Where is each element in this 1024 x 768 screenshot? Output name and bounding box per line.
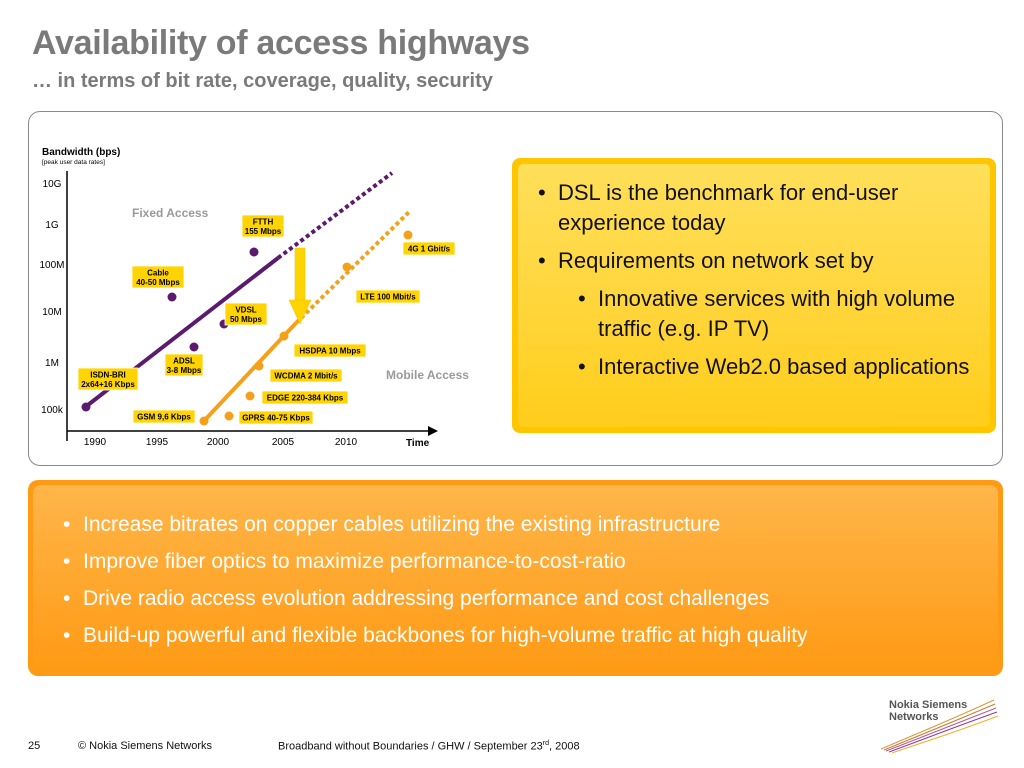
fixed-access-data-point xyxy=(249,247,259,257)
svg-text:3-8 Mbps: 3-8 Mbps xyxy=(167,366,202,375)
svg-text:50 Mbps: 50 Mbps xyxy=(230,315,263,324)
mobile-access-data-point xyxy=(254,361,264,371)
series-label-mobile-access: Mobile Access xyxy=(386,368,469,382)
svg-text:GSM 9,6 Kbps: GSM 9,6 Kbps xyxy=(137,413,191,422)
y-axis-title: Bandwidth (bps) xyxy=(42,147,120,158)
insight-bullet: DSL is the benchmark for end-user experi… xyxy=(538,178,972,238)
nokia-siemens-logo-icon xyxy=(880,699,999,754)
mobile-access-data-point xyxy=(403,230,413,240)
x-tick-label: 1990 xyxy=(84,437,107,448)
x-tick-label: 2010 xyxy=(335,437,358,448)
svg-text:ADSL: ADSL xyxy=(173,356,195,365)
actions-box: Increase bitrates on copper cables utili… xyxy=(28,480,1003,676)
svg-text:WCDMA 2 Mbit/s: WCDMA 2 Mbit/s xyxy=(274,372,338,381)
svg-text:GPRS 40-75 Kbps: GPRS 40-75 Kbps xyxy=(242,414,310,423)
mobile-technology-label: 4G 1 Gbit/s xyxy=(402,241,456,256)
mobile-technology-label: HSDPA 10 Mbps xyxy=(293,343,367,358)
page-number: 25 xyxy=(28,740,41,752)
mobile-access-data-point xyxy=(245,391,255,401)
action-bullet: Build-up powerful and flexible backbones… xyxy=(63,622,968,650)
y-tick-label: 1G xyxy=(45,220,59,231)
svg-text:LTE 100 Mbit/s: LTE 100 Mbit/s xyxy=(360,293,416,302)
mobile-access-trend-projection xyxy=(294,210,411,325)
action-bullet: Drive radio access evolution addressing … xyxy=(63,585,968,613)
y-tick-label: 100M xyxy=(39,260,64,271)
x-tick-label: 1995 xyxy=(146,437,169,448)
svg-text:EDGE 220-384 Kbps: EDGE 220-384 Kbps xyxy=(267,394,344,403)
y-axis-subtitle: [peak user data rates] xyxy=(42,159,105,166)
y-tick-label: 100k xyxy=(41,405,64,416)
fixed-access-data-point xyxy=(189,342,199,352)
fixed-access-trend-projection xyxy=(276,171,394,260)
slide-subtitle: … in terms of bit rate, coverage, qualit… xyxy=(32,70,493,92)
svg-text:40-50 Mbps: 40-50 Mbps xyxy=(136,278,180,287)
x-axis-title: Time xyxy=(406,438,430,449)
mobile-technology-label: GSM 9,6 Kbps xyxy=(132,409,196,424)
x-tick-label: 2000 xyxy=(207,437,230,448)
svg-text:FTTH: FTTH xyxy=(253,217,274,226)
mobile-access-trend-line xyxy=(200,321,298,425)
svg-text:ISDN-BRI: ISDN-BRI xyxy=(90,370,126,379)
gap-arrow-head-icon xyxy=(288,299,312,325)
action-bullet: Improve fiber optics to maximize perform… xyxy=(63,548,968,576)
y-tick-label: 10G xyxy=(43,179,62,190)
mobile-technology-label: EDGE 220-384 Kbps xyxy=(261,390,349,405)
company-logo-text: Nokia Siemens Networks xyxy=(889,699,968,723)
key-insights-box: DSL is the benchmark for end-user experi… xyxy=(512,158,996,433)
x-tick-label: 2005 xyxy=(272,437,295,448)
svg-text:155 Mbps: 155 Mbps xyxy=(245,227,282,236)
fixed-access-data-point xyxy=(81,402,91,412)
svg-text:Cable: Cable xyxy=(147,268,169,277)
footer-copyright: © Nokia Siemens Networks xyxy=(78,740,213,752)
svg-text:4G 1 Gbit/s: 4G 1 Gbit/s xyxy=(408,245,451,254)
mobile-access-data-point xyxy=(342,262,352,272)
slide-title: Availability of access highways xyxy=(32,24,530,62)
mobile-access-data-point xyxy=(224,411,234,421)
mobile-access-data-point xyxy=(279,331,289,341)
svg-text:2x64+16 Kbps: 2x64+16 Kbps xyxy=(81,380,135,389)
mobile-technology-label: WCDMA 2 Mbit/s xyxy=(269,368,343,383)
access-evolution-chart: Bandwidth (bps) [peak user data rates] 1… xyxy=(39,147,469,449)
y-tick-label: 1M xyxy=(45,358,59,369)
mobile-access-data-point xyxy=(199,416,209,426)
fixed-access-data-point xyxy=(167,292,177,302)
action-bullet: Increase bitrates on copper cables utili… xyxy=(63,511,968,539)
x-axis-arrow-icon xyxy=(428,426,438,436)
footer-doc-title: Broadband without Boundaries / GHW / Sep… xyxy=(278,740,580,753)
mobile-technology-label: GPRS 40-75 Kbps xyxy=(238,410,314,425)
insight-sub-bullet: Interactive Web2.0 based applications xyxy=(578,352,972,382)
series-label-fixed-access: Fixed Access xyxy=(132,206,209,220)
gap-arrow-shaft xyxy=(294,247,306,301)
svg-text:HSDPA 10 Mbps: HSDPA 10 Mbps xyxy=(299,347,361,356)
mobile-technology-label: LTE 100 Mbit/s xyxy=(355,289,421,304)
y-tick-label: 10M xyxy=(42,307,61,318)
insight-bullet: Requirements on network set by xyxy=(538,246,972,276)
insight-sub-bullet: Innovative services with high volume tra… xyxy=(578,284,972,344)
svg-text:VDSL: VDSL xyxy=(235,305,256,314)
